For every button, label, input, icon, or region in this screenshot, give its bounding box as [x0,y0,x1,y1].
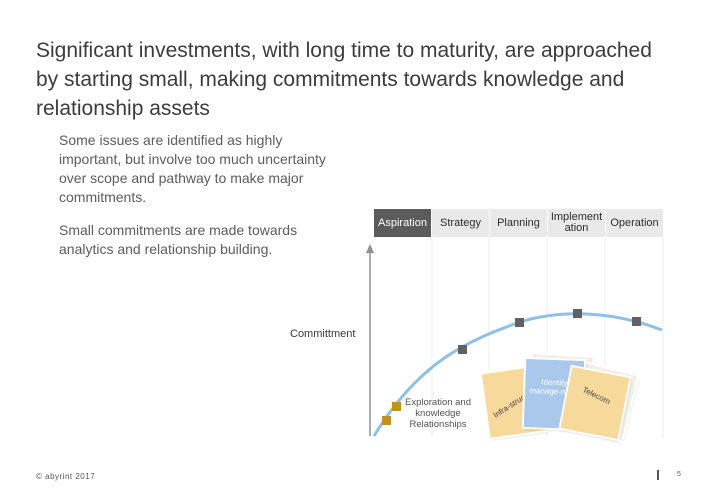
slide-title: Significant investments, with long time … [36,39,652,120]
stage-header-row: Aspiration Strategy Planning Implement a… [374,209,663,237]
small-commitment-marker [382,416,391,425]
body-paragraph-uncertainty: Some issues are identified as highly imp… [59,132,326,205]
stage-aspiration: Aspiration [374,209,432,237]
page-number: 5 [677,471,681,478]
body-paragraph-small-commitments: Small commitments are made towards analy… [59,222,298,257]
stage-operation: Operation [606,209,663,237]
y-axis-label: Committment [290,328,356,340]
curve-marker [573,309,582,318]
card-telecom-label: Telecom [581,384,612,406]
footer-copyright: © abyrint 2017 [36,472,96,481]
curve-marker [515,318,524,327]
y-axis-arrow [366,244,374,253]
stage-implementation: Implement ation [548,209,606,237]
curve-marker [632,317,641,326]
stage-planning: Planning [490,209,548,237]
card-telecom: Telecom [558,364,632,442]
stage-strategy: Strategy [432,209,490,237]
footer-divider [657,470,659,480]
small-commitment-marker [392,402,401,411]
exploration-label: Exploration and knowledge Relationships [404,397,472,430]
curve-marker [458,345,467,354]
